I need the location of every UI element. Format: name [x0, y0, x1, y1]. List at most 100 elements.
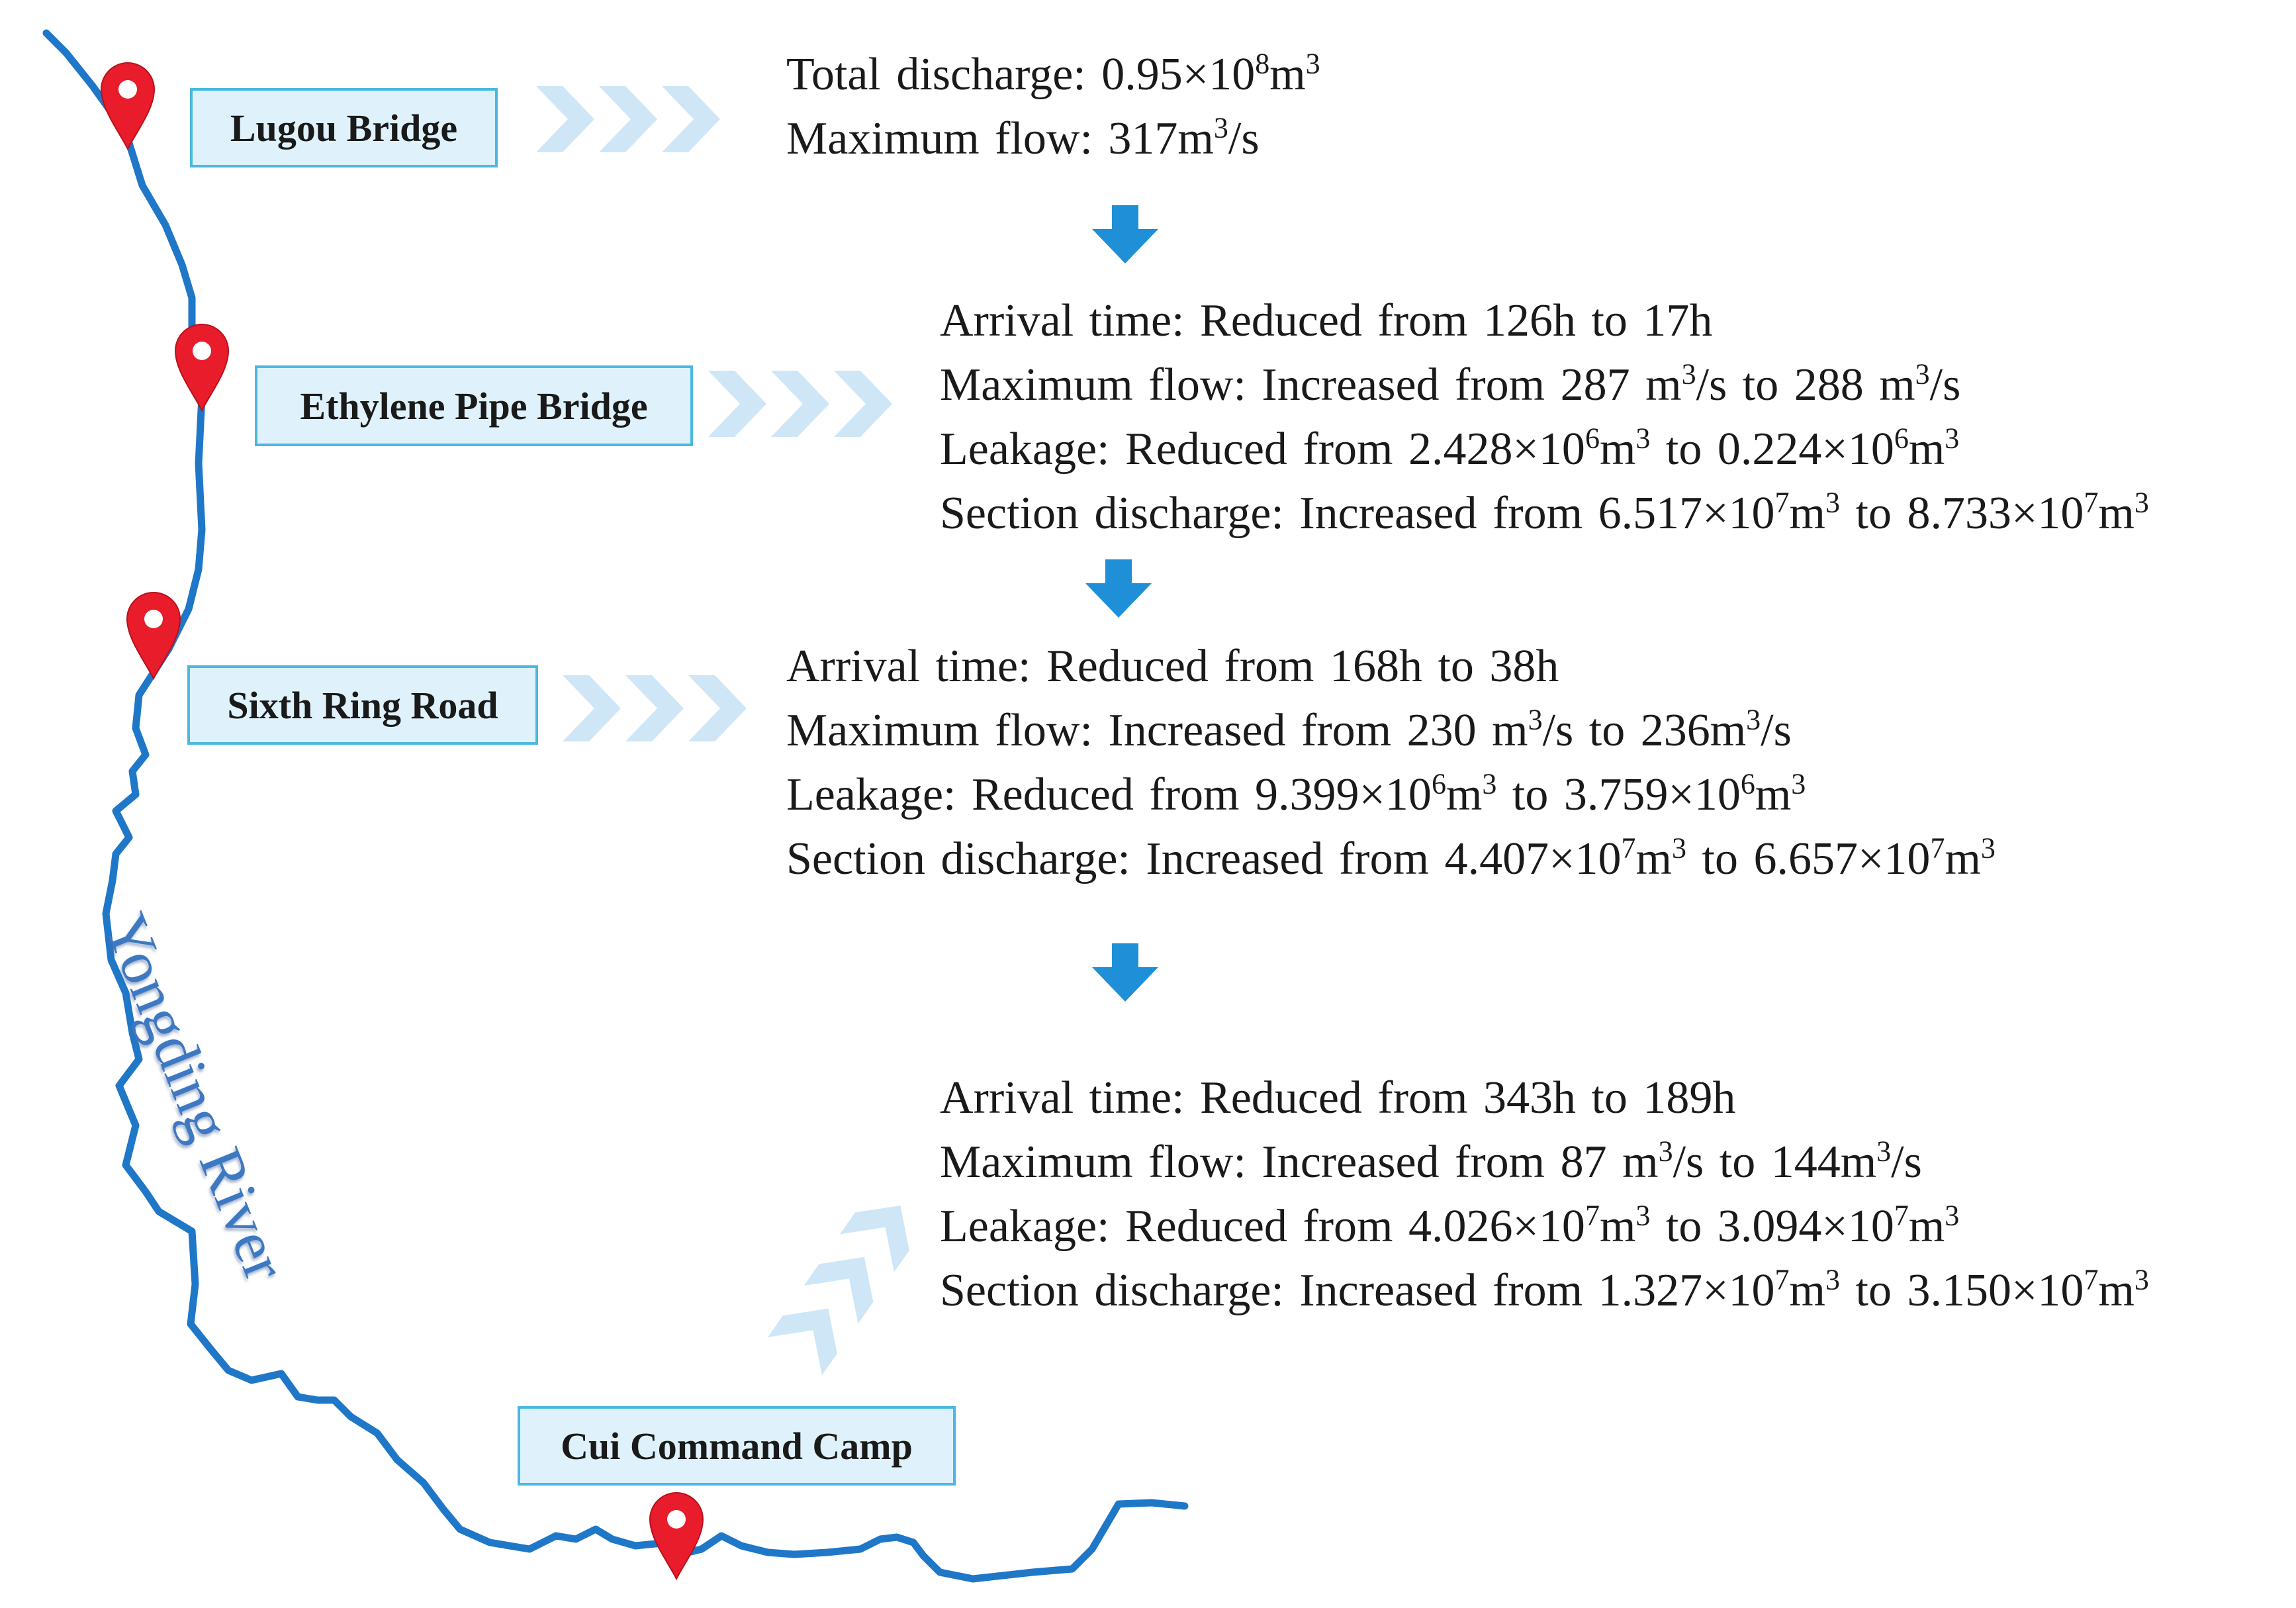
result-superscript: 6 [1740, 767, 1755, 800]
down-arrow-icon [1092, 943, 1158, 1002]
result-text: /s [1228, 113, 1260, 164]
result-line: Section discharge: Increased from 6.517×… [940, 481, 2149, 545]
result-superscript: 7 [2084, 1263, 2099, 1296]
result-text: m [1599, 1201, 1636, 1252]
down-arrow-icon [1092, 205, 1158, 263]
station-name: Sixth Ring Road [227, 683, 498, 727]
map-pin-icon [175, 324, 229, 411]
result-text: m [2098, 488, 2135, 539]
map-pin-icon [101, 62, 155, 150]
result-line: Section discharge: Increased from 4.407×… [786, 827, 1996, 891]
result-text: Leakage: Reduced from 4.026×10 [940, 1201, 1585, 1252]
result-line: Arrival time: Reduced from 343h to 189h [940, 1066, 2149, 1130]
result-superscript: 7 [1930, 831, 1945, 865]
result-superscript: 3 [1305, 47, 1320, 80]
map-pin-icon [649, 1492, 704, 1580]
result-text: Arrival time: Reduced from 126h to 17h [940, 295, 1713, 346]
map-pin-icon [126, 592, 181, 679]
result-text: to 3.759×10 [1496, 769, 1741, 820]
result-line: Total discharge: 0.95×108m3 [786, 42, 1320, 107]
result-text: m [1635, 833, 1672, 884]
result-text: /s to 288 m [1696, 359, 1915, 410]
result-superscript: 3 [1681, 357, 1696, 391]
result-line: Maximum flow: Increased from 230 m 3/s to… [786, 698, 1996, 763]
result-text: Section discharge: Increased from 6.517×… [940, 488, 1775, 539]
result-text: m [1755, 769, 1792, 820]
result-text: Leakage: Reduced from 9.399×10 [786, 769, 1432, 820]
result-text: m [1945, 833, 1981, 884]
station-label-cui-command-camp: Cui Command Camp [518, 1406, 956, 1486]
result-text: to 8.733×10 [1840, 488, 2084, 539]
result-superscript: 3 [2134, 486, 2149, 519]
result-line: Arrival time: Reduced from 126h to 17h [940, 289, 2149, 353]
river-line [42, 29, 1189, 1583]
station-label-ethylene-pipe-bridge: Ethylene Pipe Bridge [255, 365, 693, 446]
result-superscript: 3 [1825, 1263, 1840, 1296]
station-label-sixth-ring-road: Sixth Ring Road [187, 665, 538, 745]
result-superscript: 3 [1791, 767, 1806, 800]
result-line: Leakage: Reduced from 2.428×106m3 to 0.2… [940, 417, 2149, 481]
result-superscript: 3 [1746, 703, 1761, 736]
result-superscript: 3 [1658, 1135, 1673, 1168]
result-superscript: 7 [1774, 1263, 1790, 1296]
chevron-right-icon [708, 371, 892, 437]
station-name: Ethylene Pipe Bridge [300, 384, 648, 428]
result-superscript: 3 [1635, 1199, 1651, 1232]
chevron-up-right-icon [768, 1186, 928, 1376]
result-superscript: 3 [2134, 1263, 2149, 1296]
result-superscript: 3 [1825, 486, 1840, 519]
result-text: Maximum flow: 317m [786, 113, 1214, 164]
result-text: Section discharge: Increased from 1.327×… [940, 1265, 1775, 1316]
result-superscript: 3 [1213, 111, 1228, 144]
result-superscript: 3 [1672, 831, 1686, 865]
chevron-right-icon [563, 675, 747, 741]
result-text: Section discharge: Increased from 4.407×… [786, 833, 1622, 884]
result-text: /s to 144m [1673, 1137, 1877, 1188]
result-text: Arrival time: Reduced from 343h to 189h [940, 1072, 1736, 1123]
result-superscript: 3 [1635, 422, 1651, 455]
result-text: m [1789, 488, 1825, 539]
result-superscript: 6 [1431, 767, 1446, 800]
result-text: Maximum flow: Increased from 87 m [940, 1137, 1659, 1188]
station-label-lugou-bridge: Lugou Bridge [190, 88, 498, 167]
result-text: m [2098, 1265, 2135, 1316]
result-text: to 3.094×10 [1650, 1201, 1894, 1252]
result-text: m [1908, 1201, 1945, 1252]
result-text: Arrival time: Reduced from 168h to 38h [786, 641, 1559, 692]
result-text: Maximum flow: Increased from 287 m [940, 359, 1682, 410]
result-superscript: 7 [2084, 486, 2099, 519]
result-superscript: 7 [1584, 1199, 1600, 1232]
result-text: Maximum flow: Increased from 230 m [786, 705, 1528, 756]
station-name: Lugou Bridge [230, 106, 458, 150]
result-line: Maximum flow: 317m3/s [786, 107, 1320, 171]
result-superscript: 6 [1584, 422, 1600, 455]
result-text: m [1908, 424, 1945, 475]
result-line: Leakage: Reduced from 4.026×107m3 to 3.0… [940, 1194, 2149, 1258]
result-line: Leakage: Reduced from 9.399×106m3 to 3.7… [786, 763, 1996, 827]
result-text: Total discharge: 0.95×10 [786, 49, 1256, 100]
result-superscript: 7 [1621, 831, 1636, 865]
result-superscript: 3 [1915, 357, 1930, 391]
result-superscript: 3 [1482, 767, 1497, 800]
result-line: Arrival time: Reduced from 168h to 38h [786, 634, 1996, 698]
result-line: Maximum flow: Increased from 87 m3/s to … [940, 1130, 2149, 1194]
result-superscript: 7 [1894, 1199, 1909, 1232]
result-text: to 6.657×10 [1686, 833, 1931, 884]
result-line: Maximum flow: Increased from 287 m3/s to… [940, 353, 2149, 417]
result-text: /s to 236m [1542, 705, 1747, 756]
result-superscript: 6 [1894, 422, 1909, 455]
result-text: to 0.224×10 [1650, 424, 1894, 475]
result-text: /s [1761, 705, 1792, 756]
result-superscript: 8 [1255, 47, 1270, 80]
result-text: m [1269, 49, 1306, 100]
result-text: /s [1929, 359, 1961, 410]
result-text: m [1446, 769, 1483, 820]
result-superscript: 3 [1876, 1135, 1892, 1168]
result-line: Section discharge: Increased from 1.327×… [940, 1258, 2149, 1323]
station-name: Cui Command Camp [561, 1424, 913, 1468]
